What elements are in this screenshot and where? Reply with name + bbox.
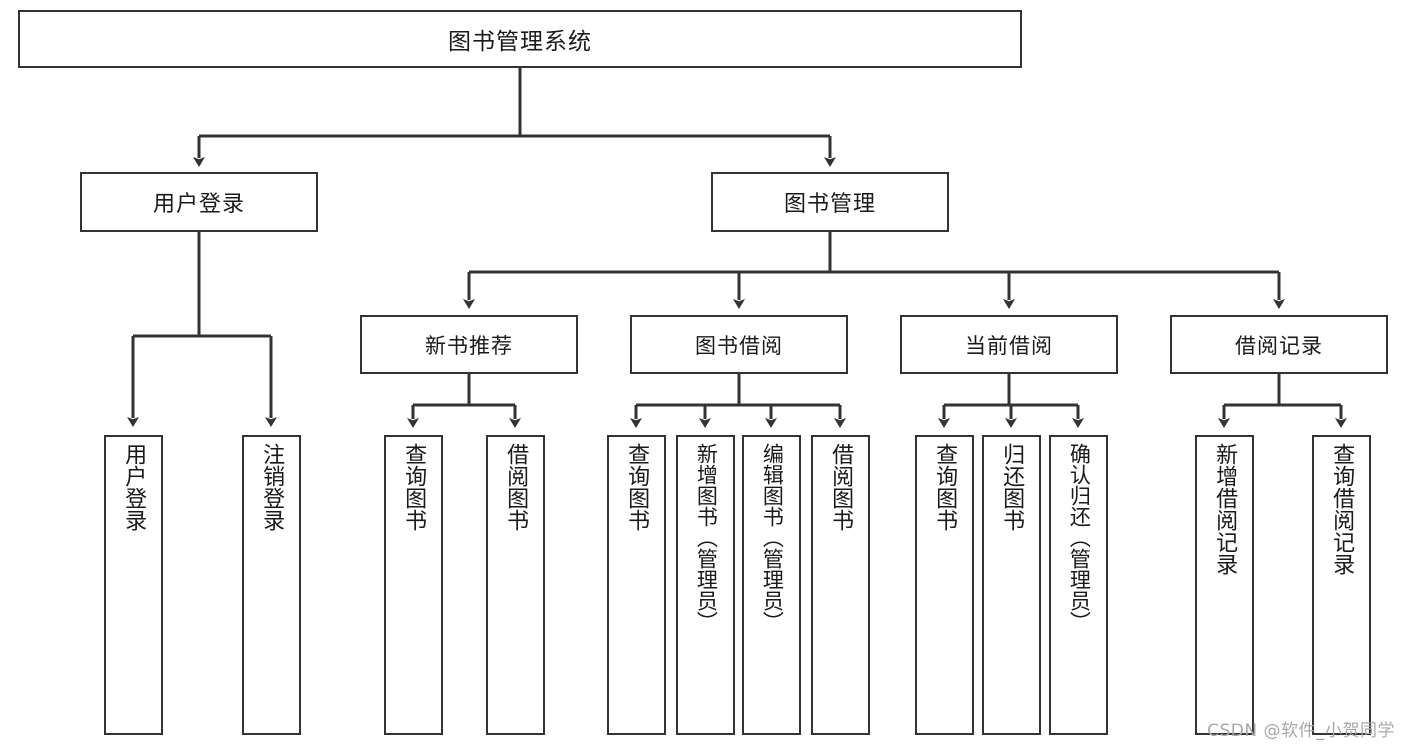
leaf-add-borrow-record[interactable]: 新增借阅记录 [1195,435,1254,735]
leaf-user-login[interactable]: 用户登录 [104,435,163,735]
leaf-add-book-admin[interactable]: 新增图书（管理员） [676,435,735,735]
leaf-borrow-book-recommend[interactable]: 借阅图书 [486,435,545,735]
node-label: 借阅图书 [828,443,854,531]
node-label: 用户登录 [152,192,245,217]
node-label: 用户登录 [121,443,147,531]
node-root-system[interactable]: 图书管理系统 [18,10,1022,68]
node-label: 编辑图书（管理员） [760,443,785,632]
node-book-borrow[interactable]: 图书借阅 [630,315,848,374]
leaf-borrow-book[interactable]: 借阅图书 [811,435,870,735]
leaf-query-borrow-record[interactable]: 查询借阅记录 [1312,435,1371,735]
node-label: 新增图书（管理员） [694,443,719,632]
node-label: 查询借阅记录 [1329,443,1355,575]
node-label: 图书管理系统 [448,29,592,55]
node-borrow-record[interactable]: 借阅记录 [1170,315,1388,374]
node-label: 查询图书 [624,443,650,531]
node-label: 新书推荐 [425,333,513,358]
node-label: 归还图书 [999,443,1025,531]
node-label: 借阅记录 [1235,333,1323,358]
node-label: 借阅图书 [503,443,529,531]
leaf-query-book-recommend[interactable]: 查询图书 [384,435,443,735]
node-label: 查询图书 [932,443,958,531]
leaf-query-book-current[interactable]: 查询图书 [915,435,974,735]
watermark-text: CSDN @软件_小贺同学 [1207,721,1395,741]
node-label: 新增借阅记录 [1212,443,1238,575]
node-label: 图书管理 [783,192,876,217]
node-label: 当前借阅 [965,333,1053,358]
node-label: 查询图书 [401,443,427,531]
node-label: 图书借阅 [695,333,783,358]
leaf-query-book-borrow[interactable]: 查询图书 [607,435,666,735]
leaf-return-book[interactable]: 归还图书 [982,435,1041,735]
leaf-confirm-return-admin[interactable]: 确认归还（管理员） [1049,435,1108,735]
node-label: 确认归还（管理员） [1067,443,1092,632]
node-user-login[interactable]: 用户登录 [80,172,318,232]
node-new-book-recommend[interactable]: 新书推荐 [360,315,578,374]
leaf-edit-book-admin[interactable]: 编辑图书（管理员） [742,435,801,735]
node-current-borrow[interactable]: 当前借阅 [900,315,1118,374]
node-label: 注销登录 [259,443,285,531]
node-book-management[interactable]: 图书管理 [711,172,949,232]
leaf-logout[interactable]: 注销登录 [242,435,301,735]
